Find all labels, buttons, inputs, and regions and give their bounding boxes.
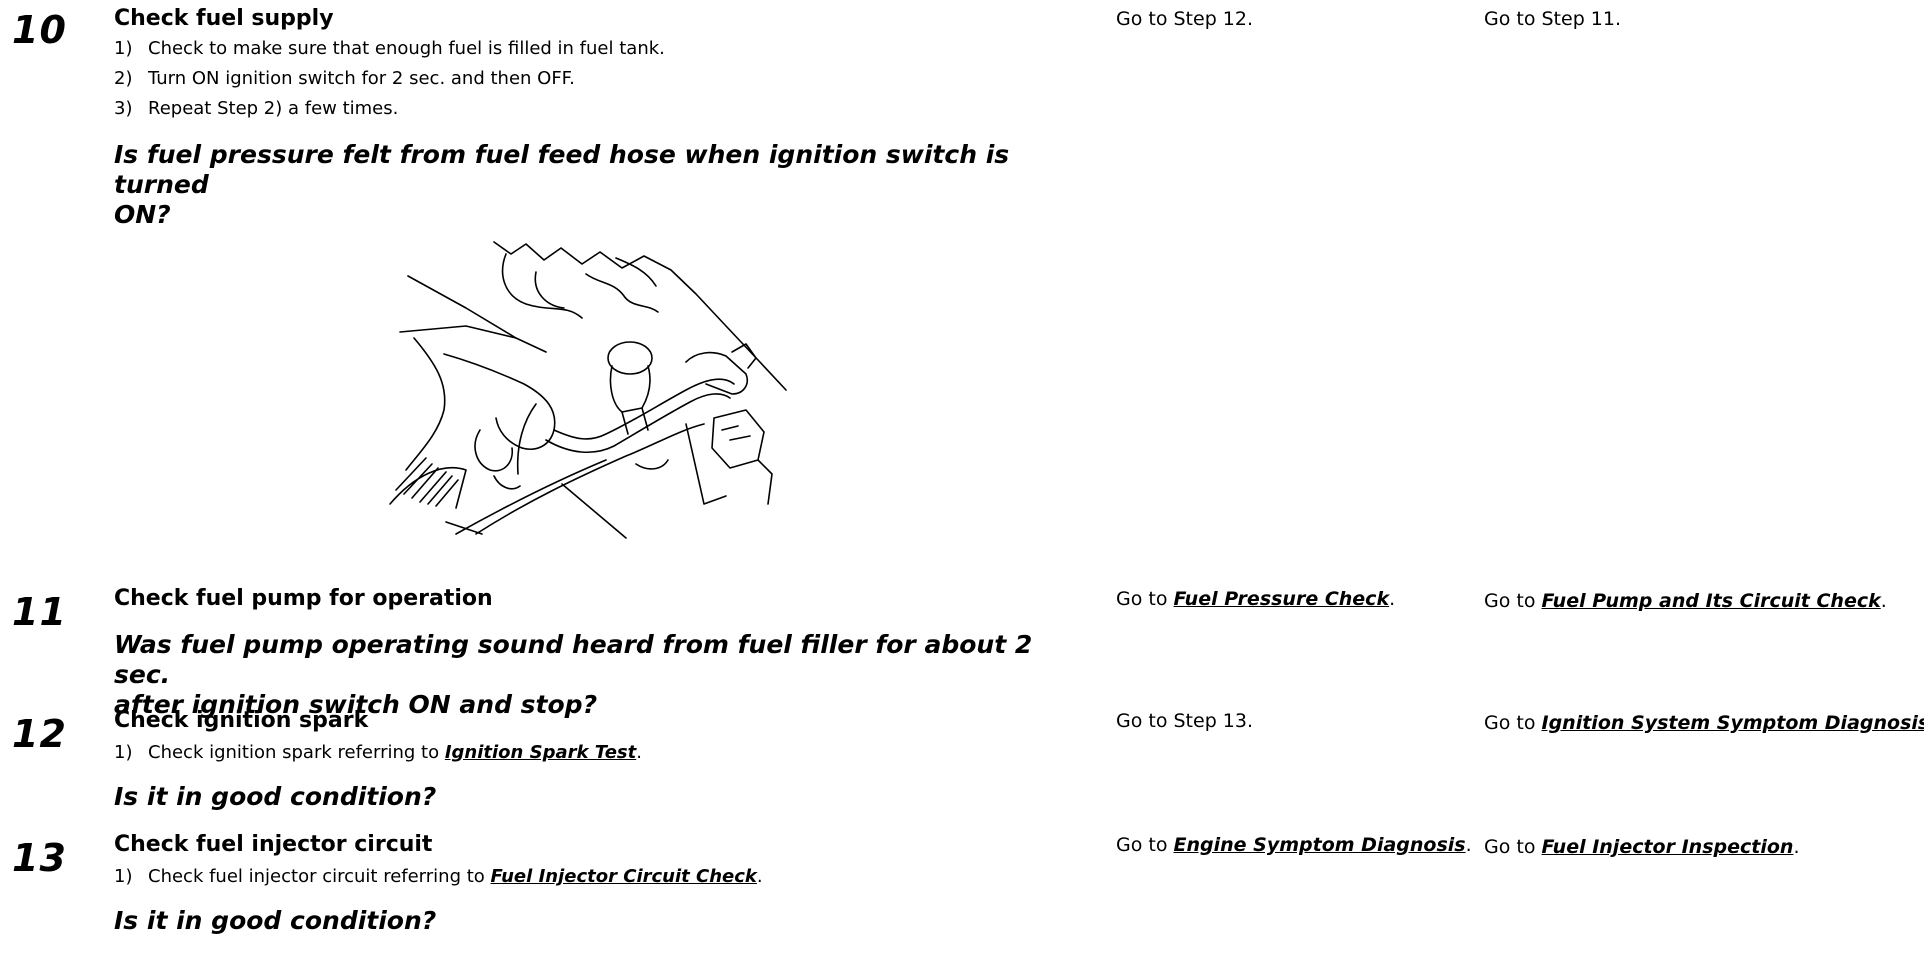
yes-result: Go to Fuel Pressure Check. bbox=[1116, 588, 1395, 610]
no-prefix: Go to bbox=[1484, 590, 1542, 612]
substep-text: Check ignition spark referring to bbox=[148, 742, 445, 763]
period: . bbox=[1389, 588, 1396, 610]
question-line: Was fuel pump operating sound heard from… bbox=[114, 630, 1033, 689]
step-title: Check fuel supply bbox=[114, 6, 334, 31]
step-number: 10 bbox=[12, 8, 67, 52]
period: . bbox=[1793, 836, 1800, 858]
substep-text: Turn ON ignition switch for 2 sec. and t… bbox=[148, 68, 575, 89]
yes-prefix: Go to bbox=[1116, 588, 1174, 610]
step-question: Is it in good condition? bbox=[114, 782, 437, 811]
no-result: Go to Fuel Injector Inspection. bbox=[1484, 836, 1799, 858]
yes-prefix: Go to bbox=[1116, 834, 1174, 856]
question-line: ON? bbox=[114, 200, 171, 229]
step-question: Is fuel pressure felt from fuel feed hos… bbox=[114, 140, 1094, 230]
period: . bbox=[756, 866, 763, 887]
no-prefix: Go to bbox=[1484, 836, 1542, 858]
yes-result: Go to Step 13. bbox=[1116, 710, 1254, 732]
no-prefix: Go to bbox=[1484, 712, 1542, 734]
fuel-injector-inspection-link[interactable]: Fuel Injector Inspection bbox=[1541, 836, 1794, 858]
fuel-pressure-check-link[interactable]: Fuel Pressure Check bbox=[1173, 588, 1390, 610]
step-question: Was fuel pump operating sound heard from… bbox=[114, 630, 1094, 720]
engine-symptom-diagnosis-link[interactable]: Engine Symptom Diagnosis bbox=[1173, 834, 1466, 856]
no-result: Go to Step 11. bbox=[1484, 8, 1622, 30]
step-number: 11 bbox=[12, 590, 67, 634]
substep-text: Check fuel injector circuit referring to bbox=[148, 866, 491, 887]
ignition-spark-test-link[interactable]: Ignition Spark Test bbox=[444, 742, 637, 763]
fuel-hose-illustration bbox=[389, 241, 787, 539]
yes-result: Go to Engine Symptom Diagnosis. bbox=[1116, 834, 1472, 856]
period: . bbox=[636, 742, 642, 763]
step-title: Check ignition spark bbox=[114, 708, 369, 733]
fuel-injector-circuit-check-link[interactable]: Fuel Injector Circuit Check bbox=[490, 866, 757, 887]
substep: 1) Check ignition spark referring to Igni… bbox=[114, 742, 642, 763]
step-title: Check fuel injector circuit bbox=[114, 832, 433, 857]
substep: 3) Repeat Step 2) a few times. bbox=[114, 98, 398, 119]
substep: 1) Check fuel injector circuit referring … bbox=[114, 866, 763, 887]
question-line: after ignition switch ON and stop? bbox=[114, 690, 598, 719]
substep-index: 1) bbox=[114, 742, 133, 763]
no-result: Go to Ignition System Symptom Diagnosis. bbox=[1484, 712, 1924, 734]
substep: 1) Check to make sure that enough fuel is… bbox=[114, 38, 665, 59]
no-result: Go to Fuel Pump and Its Circuit Check. bbox=[1484, 590, 1887, 612]
period: . bbox=[1880, 590, 1887, 612]
ignition-system-diagnosis-link[interactable]: Ignition System Symptom Diagnosis bbox=[1541, 712, 1924, 734]
fuel-pump-circuit-check-link[interactable]: Fuel Pump and Its Circuit Check bbox=[1541, 590, 1881, 612]
substep-text: Repeat Step 2) a few times. bbox=[148, 98, 399, 119]
substep-index: 1) bbox=[114, 866, 133, 887]
step-number: 12 bbox=[12, 712, 67, 756]
step-question: Is it in good condition? bbox=[114, 906, 437, 935]
substep: 2) Turn ON ignition switch for 2 sec. and… bbox=[114, 68, 575, 89]
step-number: 13 bbox=[12, 836, 67, 880]
substep-text: Check to make sure that enough fuel is f… bbox=[148, 38, 665, 59]
yes-result: Go to Step 12. bbox=[1116, 8, 1254, 30]
substep-index: 3) bbox=[114, 98, 133, 119]
step-title: Check fuel pump for operation bbox=[114, 586, 493, 611]
question-line: Is fuel pressure felt from fuel feed hos… bbox=[114, 140, 1010, 199]
substep-index: 2) bbox=[114, 68, 133, 89]
substep-index: 1) bbox=[114, 38, 133, 59]
period: . bbox=[1465, 834, 1472, 856]
